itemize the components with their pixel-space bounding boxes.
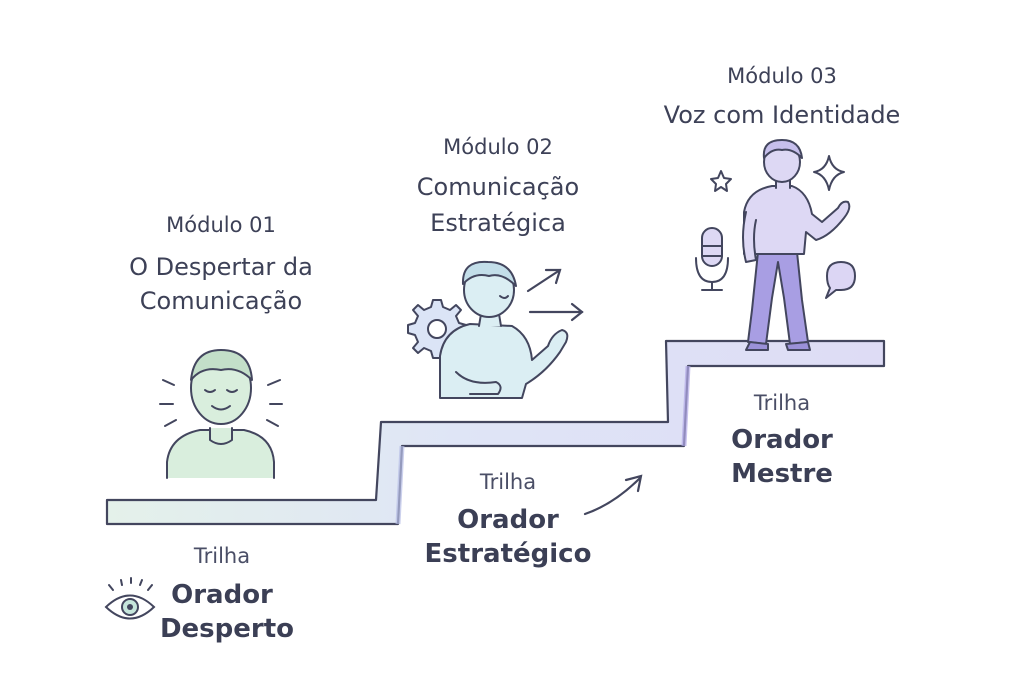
module-1-title-line-1: O Despertar da — [129, 253, 313, 281]
trilha-2-level-line-2: Estratégico — [424, 539, 592, 569]
progress-arrow-icon — [583, 474, 643, 516]
module-1-title-line-2: Comunicação — [139, 287, 303, 315]
arrow-up-right-icon — [526, 268, 562, 293]
module-3-title-line-1: Voz com Identidade — [663, 101, 901, 129]
trilha-3-label: Trilha — [753, 391, 811, 415]
trilha-3-level-line-1: Orador — [731, 425, 833, 455]
module-2-label: Módulo 02 — [443, 135, 553, 159]
trilha-1-level-line-1: Orador — [171, 580, 273, 610]
star-icon — [710, 170, 732, 192]
trilha-2-level-line-1: Orador — [457, 505, 559, 535]
module-2-title-line-1: Comunicação — [416, 173, 580, 201]
trilha-3-level-line-2: Mestre — [731, 459, 833, 489]
person-calm-icon — [159, 349, 283, 479]
module-1-label: Módulo 01 — [166, 213, 276, 237]
module-3-label: Módulo 03 — [727, 64, 837, 88]
person-thinking-icon — [439, 260, 569, 399]
speech-bubble-icon — [825, 261, 856, 299]
trilha-1-level-line-2: Desperto — [159, 614, 295, 644]
arrow-right-icon — [528, 302, 584, 322]
staircase — [105, 339, 886, 526]
trilha-1-label: Trilha — [193, 544, 251, 568]
module-2-title-line-2: Estratégica — [430, 209, 566, 237]
sparkle-icon — [813, 155, 845, 191]
trilha-2-label: Trilha — [479, 470, 537, 494]
microphone-icon — [695, 227, 729, 291]
person-presenting-icon — [742, 139, 851, 351]
eye-icon — [104, 577, 156, 620]
